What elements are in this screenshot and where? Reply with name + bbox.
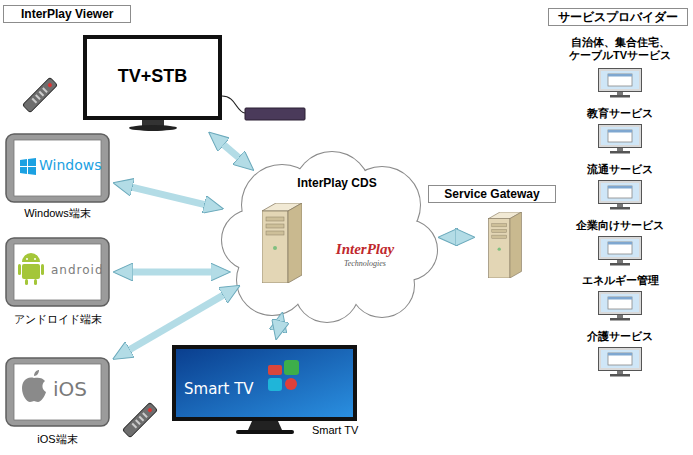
title-box-text: InterPlay Viewer — [21, 7, 114, 21]
android-device-text: アンドロイド端末 — [5, 313, 110, 326]
double-arrow — [452, 234, 461, 241]
cloud-server-text: InterPlay CDS — [272, 176, 402, 190]
ios-device: iOS iOS端末 — [5, 357, 110, 447]
cloud — [222, 152, 437, 322]
tv-box: TV+STB — [83, 35, 222, 130]
tv-box-text: TV+STB — [83, 66, 222, 88]
title-box: サービスプロバイダー — [548, 8, 688, 26]
cloud-server: InterPlay CDS InterPlayTechnologies — [222, 150, 435, 318]
provider: 自治体、集合住宅、 ケーブルTVサービス — [555, 36, 685, 64]
provider: 介護サービス — [555, 330, 685, 345]
double-arrow — [276, 325, 283, 326]
tablet — [6, 358, 109, 426]
android-logo — [18, 253, 44, 285]
ios-device-text: iOS端末 — [5, 433, 110, 446]
remote — [22, 77, 57, 112]
tablet — [6, 238, 109, 306]
server — [262, 203, 302, 283]
double-arrow — [125, 292, 228, 352]
cloud-server-text: InterPlay — [320, 240, 410, 258]
double-arrow — [219, 141, 243, 161]
title-box: InterPlay Viewer — [3, 5, 131, 23]
tv-set — [83, 35, 305, 131]
windows-device-text: Windows端末 — [5, 207, 110, 220]
provider: 教育サービス — [555, 107, 685, 122]
provider-text: 企業向けサービス — [555, 219, 685, 232]
provider: 流通サービス — [555, 163, 685, 178]
provider-text: 流通サービス — [555, 163, 685, 176]
provider-text: 教育サービス — [555, 107, 685, 120]
cloud-server-text: Technologies — [320, 259, 410, 269]
smart-tv — [172, 345, 357, 434]
provider-text: 介護サービス — [555, 330, 685, 343]
double-arrow — [127, 186, 210, 206]
remote — [122, 402, 157, 437]
smart-tv-box: Smart TV Smart TV — [172, 342, 377, 442]
ios-device-text: iOS — [53, 377, 103, 401]
android-device: android アンドロイド端末 — [5, 237, 110, 327]
gateway: Service Gateway — [478, 185, 538, 280]
provider-text: エネルギー管理 — [555, 274, 685, 287]
title-box-text: サービスプロバイダー — [558, 10, 678, 24]
double-arrow — [127, 269, 217, 276]
smart-tv-box-text: Smart TV — [184, 380, 254, 398]
apple-logo — [22, 370, 46, 402]
provider: 企業向けサービス — [555, 219, 685, 234]
windows-device-text: Windows — [39, 157, 105, 174]
provider: エネルギー管理 — [555, 274, 685, 289]
android-device-text: android — [51, 263, 109, 277]
windows-device: WindowsWindows端末 — [5, 133, 110, 221]
provider-text: 自治体、集合住宅、 ケーブルTVサービス — [567, 36, 673, 62]
server — [489, 212, 522, 278]
smart-tv-box-text: Smart TV — [312, 424, 358, 437]
gateway-text: Service Gateway — [428, 185, 556, 203]
tablet — [6, 134, 109, 202]
windows-logo — [20, 158, 36, 175]
